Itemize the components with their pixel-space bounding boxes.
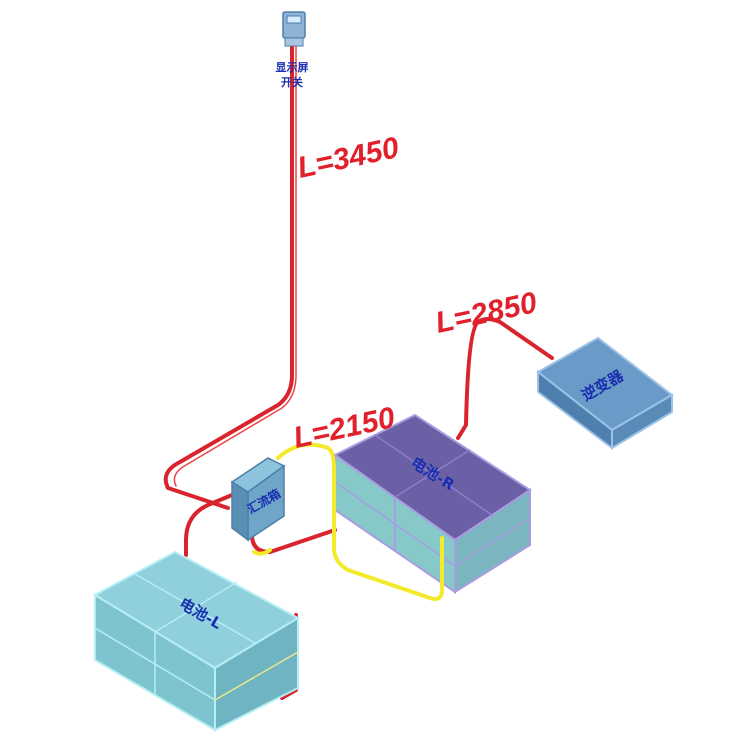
inverter: 逆变器 <box>536 336 674 451</box>
combiner-box: 汇流箱 <box>230 457 286 542</box>
red-cable-inverter-run <box>456 317 554 440</box>
length-label-vertical: L=3450 <box>295 131 403 185</box>
display-switch-label-line2: 开关 <box>281 75 303 89</box>
yellow-cables <box>252 442 444 601</box>
battery-left: 电池-L <box>92 550 301 732</box>
red-cable-vertical-run <box>163 43 297 510</box>
battery-right: 电池-R <box>333 413 532 594</box>
display-switch-label-line1: 显示屏 <box>276 61 309 74</box>
display-switch-unit: 显示屏 开关 <box>276 11 309 89</box>
length-label-inverter: L=2850 <box>433 286 541 340</box>
